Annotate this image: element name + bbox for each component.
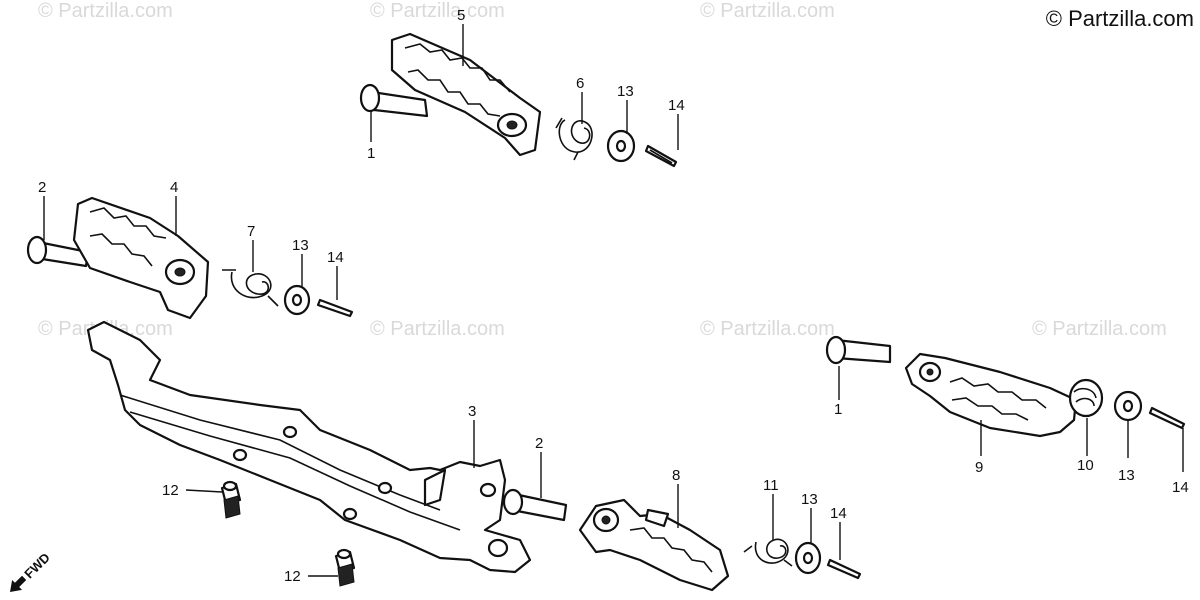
cotter-pin-14-bottom[interactable] xyxy=(826,558,862,580)
footpeg-4[interactable] xyxy=(72,196,210,320)
washer-13-top[interactable] xyxy=(606,129,636,163)
callout-11: 11 xyxy=(763,477,779,494)
callout-14: 14 xyxy=(668,97,685,114)
footpeg-5[interactable] xyxy=(390,32,542,157)
callout-2: 2 xyxy=(38,179,46,196)
callout-13: 13 xyxy=(292,237,309,254)
pin-2-left[interactable] xyxy=(26,235,90,268)
callout-12: 12 xyxy=(162,482,179,499)
callout-5: 5 xyxy=(457,7,465,24)
fwd-arrow-icon: FWD xyxy=(10,550,53,592)
watermark: © Partzilla.com xyxy=(370,0,505,22)
spring-7[interactable] xyxy=(222,269,279,307)
pin-1-top[interactable] xyxy=(359,83,429,118)
cotter-pin-14-right[interactable] xyxy=(1148,406,1186,430)
callout-13: 13 xyxy=(1118,467,1135,484)
callout-13: 13 xyxy=(617,83,634,100)
spring-6[interactable] xyxy=(555,117,593,161)
callout-14: 14 xyxy=(1172,479,1189,496)
callout-12: 12 xyxy=(284,568,301,585)
spring-10[interactable] xyxy=(1068,378,1104,418)
callout-10: 10 xyxy=(1077,457,1094,474)
footpeg-bracket-3[interactable] xyxy=(86,320,532,574)
callout-2: 2 xyxy=(535,435,543,452)
callout-7: 7 xyxy=(247,223,255,240)
callout-4: 4 xyxy=(170,179,178,196)
fwd-label: FWD xyxy=(21,550,53,582)
callout-14: 14 xyxy=(830,505,847,522)
watermark: © Partzilla.com xyxy=(38,0,173,22)
bolt-12-lower[interactable] xyxy=(334,548,356,587)
copyright-label: © Partzilla.com xyxy=(1045,6,1194,31)
washer-13-right[interactable] xyxy=(1113,390,1143,422)
pin-2-bracket[interactable] xyxy=(502,488,568,522)
callout-3: 3 xyxy=(468,403,476,420)
pin-1-right[interactable] xyxy=(825,335,892,365)
watermark: © Partzilla.com xyxy=(1032,318,1167,340)
callout-1: 1 xyxy=(367,145,375,162)
callout-1: 1 xyxy=(834,401,842,418)
spring-11[interactable] xyxy=(743,538,793,567)
washer-13-left[interactable] xyxy=(283,284,311,316)
washer-13-bottom[interactable] xyxy=(794,541,822,575)
callout-6: 6 xyxy=(576,75,584,92)
callout-9: 9 xyxy=(975,459,983,476)
footpeg-8[interactable] xyxy=(578,498,730,592)
watermark: © Partzilla.com xyxy=(370,318,505,340)
cotter-pin-14-top[interactable] xyxy=(644,144,678,168)
bolt-12-upper[interactable] xyxy=(220,480,242,519)
callout-8: 8 xyxy=(672,467,680,484)
callout-13: 13 xyxy=(801,491,818,508)
cotter-pin-14-left[interactable] xyxy=(316,298,354,318)
footpeg-9[interactable] xyxy=(904,352,1078,438)
watermark: © Partzilla.com xyxy=(700,318,835,340)
watermark: © Partzilla.com xyxy=(700,0,835,22)
callout-14: 14 xyxy=(327,249,344,266)
